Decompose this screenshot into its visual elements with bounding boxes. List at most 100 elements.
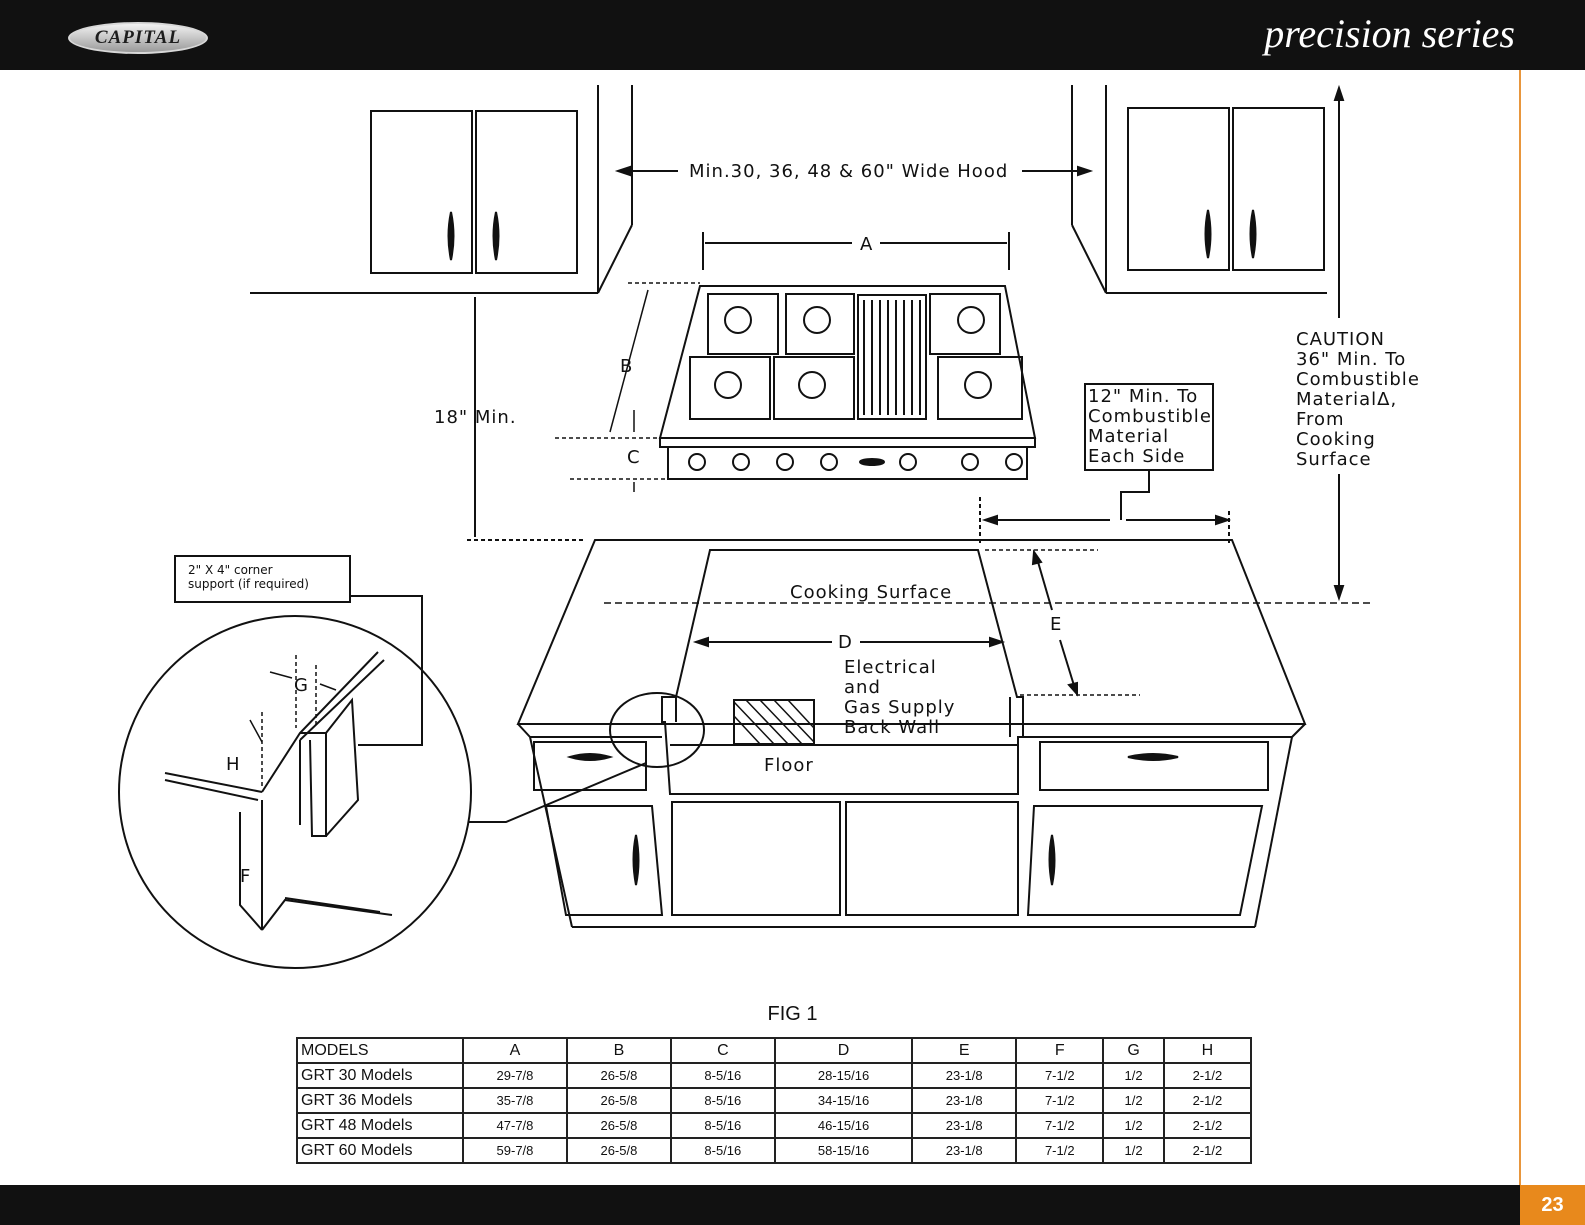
capital-logo: CAPITAL (68, 22, 208, 54)
table-cell: 46-15/16 (773, 1112, 914, 1139)
table-cell: 35-7/8 (462, 1087, 568, 1114)
corner-support-line-2: support (if required) (188, 577, 309, 591)
table-cell: 8-5/16 (669, 1062, 776, 1089)
side-clearance-line-4: Each Side (1088, 446, 1185, 467)
side-clearance-line-1: 12" Min. To (1088, 386, 1198, 407)
table-cell: 2-1/2 (1162, 1137, 1253, 1164)
accent-divider (1519, 70, 1521, 1185)
caution-line-1: CAUTION (1296, 329, 1385, 350)
table-cell: 2-1/2 (1162, 1112, 1253, 1139)
right-wall-cabinet (1071, 85, 1327, 294)
table-cell: 2-1/2 (1162, 1087, 1253, 1114)
hood-width-label: Min.30, 36, 48 & 60" Wide Hood (689, 161, 1008, 182)
supply-line-2: and (844, 677, 881, 698)
table-cell: 26-5/8 (565, 1137, 672, 1164)
corner-detail (118, 555, 705, 969)
side-clearance-line-2: Combustible (1088, 406, 1212, 427)
page-footer (0, 1185, 1585, 1225)
table-cell: 23-1/8 (911, 1137, 1018, 1164)
table-cell: 34-15/16 (773, 1087, 914, 1114)
corner-support-line-1: 2" X 4" corner (188, 563, 273, 577)
table-cell: 1/2 (1102, 1087, 1165, 1114)
dimension-g-label: G (294, 675, 309, 696)
caution-line-3: Combustible (1296, 369, 1420, 390)
column-header: H (1162, 1037, 1253, 1064)
hood-dimension (614, 165, 1094, 177)
column-header: E (911, 1037, 1018, 1064)
table-cell: 8-5/16 (669, 1112, 776, 1139)
supply-line-4: Back Wall (844, 717, 940, 738)
caution-line-4: MaterialΔ, (1296, 389, 1397, 410)
dimension-f-label: F (240, 866, 251, 887)
clearance-18-label: 18" Min. (434, 407, 517, 428)
caution-line-6: Cooking (1296, 429, 1376, 450)
column-header: B (565, 1037, 672, 1064)
table-cell: 58-15/16 (773, 1137, 914, 1164)
supply-line-3: Gas Supply (844, 697, 955, 718)
table-cell: 29-7/8 (462, 1062, 568, 1089)
table-cell: 1/2 (1102, 1112, 1165, 1139)
table-cell: 59-7/8 (462, 1137, 568, 1164)
table-cell: 23-1/8 (911, 1112, 1018, 1139)
caution-line-5: From (1296, 409, 1345, 430)
table-cell: 23-1/8 (911, 1062, 1018, 1089)
table-cell: 7-1/2 (1015, 1087, 1105, 1114)
table-cell: 1/2 (1102, 1137, 1165, 1164)
table-cell: 7-1/2 (1015, 1137, 1105, 1164)
column-header: A (462, 1037, 568, 1064)
table-cell: 28-15/16 (773, 1062, 914, 1089)
table-row: GRT 60 Models 59-7/8 26-5/8 8-5/16 58-15… (296, 1137, 1253, 1164)
dimension-a-label: A (860, 234, 873, 255)
dimension-h-label: H (226, 754, 241, 775)
column-header: F (1015, 1037, 1105, 1064)
caution-arrow (1333, 84, 1345, 602)
floor-label: Floor (764, 755, 814, 776)
column-header: MODELS (296, 1037, 464, 1064)
table-cell: 7-1/2 (1015, 1062, 1105, 1089)
kitchen-island (516, 539, 1307, 928)
table-cell: GRT 36 Models (296, 1087, 464, 1114)
dimension-bc-lines (555, 282, 700, 492)
side-clearance-line-3: Material (1088, 426, 1169, 447)
supply-line-1: Electrical (844, 657, 937, 678)
table-cell: 23-1/8 (911, 1087, 1018, 1114)
table-row: GRT 48 Models 47-7/8 26-5/8 8-5/16 46-15… (296, 1112, 1253, 1139)
dimension-d-label: D (838, 632, 853, 653)
clearance-18-line (467, 297, 586, 541)
table-row: GRT 30 Models 29-7/8 26-5/8 8-5/16 28-15… (296, 1062, 1253, 1089)
table-row: GRT 36 Models 35-7/8 26-5/8 8-5/16 34-15… (296, 1087, 1253, 1114)
table-cell: GRT 60 Models (296, 1137, 464, 1164)
series-title: precision series (1264, 11, 1515, 56)
dimension-a-line (702, 232, 1010, 270)
dimension-b-label: B (620, 356, 633, 377)
caution-line-7: Surface (1296, 449, 1372, 470)
page-number: 23 (1520, 1185, 1585, 1225)
dimensions-table: MODELS A B C D E F G H GRT 30 Models 29-… (296, 1037, 1253, 1164)
left-wall-cabinet (250, 85, 633, 294)
cutout-dimensions (604, 549, 1370, 697)
table-cell: 2-1/2 (1162, 1062, 1253, 1089)
caution-line-2: 36" Min. To (1296, 349, 1406, 370)
table-cell: 8-5/16 (669, 1087, 776, 1114)
cooking-surface-label: Cooking Surface (790, 582, 952, 603)
table-cell: 26-5/8 (565, 1087, 672, 1114)
table-cell: 7-1/2 (1015, 1112, 1105, 1139)
page-header: CAPITAL precision series (0, 0, 1585, 70)
dimension-c-label: C (627, 447, 641, 468)
column-header: D (773, 1037, 914, 1064)
table-cell: 47-7/8 (462, 1112, 568, 1139)
table-cell: 1/2 (1102, 1062, 1165, 1089)
table-cell: 26-5/8 (565, 1062, 672, 1089)
column-header: G (1102, 1037, 1165, 1064)
table-cell: 8-5/16 (669, 1137, 776, 1164)
table-cell: 26-5/8 (565, 1112, 672, 1139)
table-cell: GRT 30 Models (296, 1062, 464, 1089)
table-header-row: MODELS A B C D E F G H (296, 1037, 1253, 1064)
brand-name: CAPITAL (94, 27, 182, 48)
figure-caption: FIG 1 (767, 1003, 818, 1025)
dimension-e-label: E (1050, 614, 1062, 635)
rangetop (658, 285, 1037, 480)
table-cell: GRT 48 Models (296, 1112, 464, 1139)
column-header: C (669, 1037, 776, 1064)
